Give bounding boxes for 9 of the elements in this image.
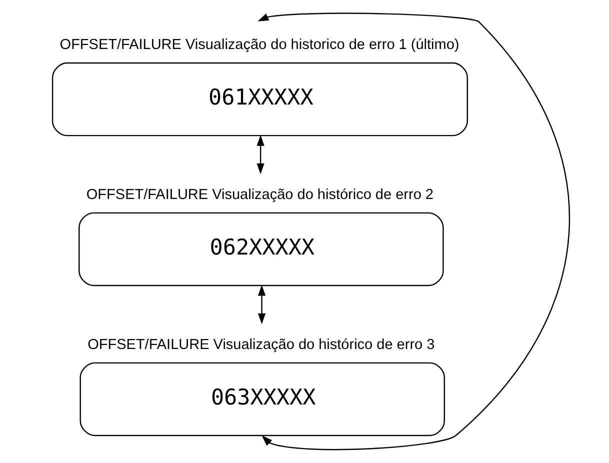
arrow <box>257 284 266 324</box>
arrow <box>257 12 570 450</box>
node-label: OFFSET/FAILURE Visualização do histórico de erro 3 <box>87 337 434 354</box>
arrow <box>256 134 264 174</box>
node-box: 063XXXXX <box>79 362 444 436</box>
node-box: 062XXXXX <box>78 212 444 286</box>
node-label: OFFSET/FAILURE Visualização do histórico de erro 2 <box>86 187 433 204</box>
node-label: OFFSET/FAILURE Visualização do historico de erro 1 (último) <box>59 37 459 54</box>
node-box: 061XXXXX <box>51 62 468 136</box>
